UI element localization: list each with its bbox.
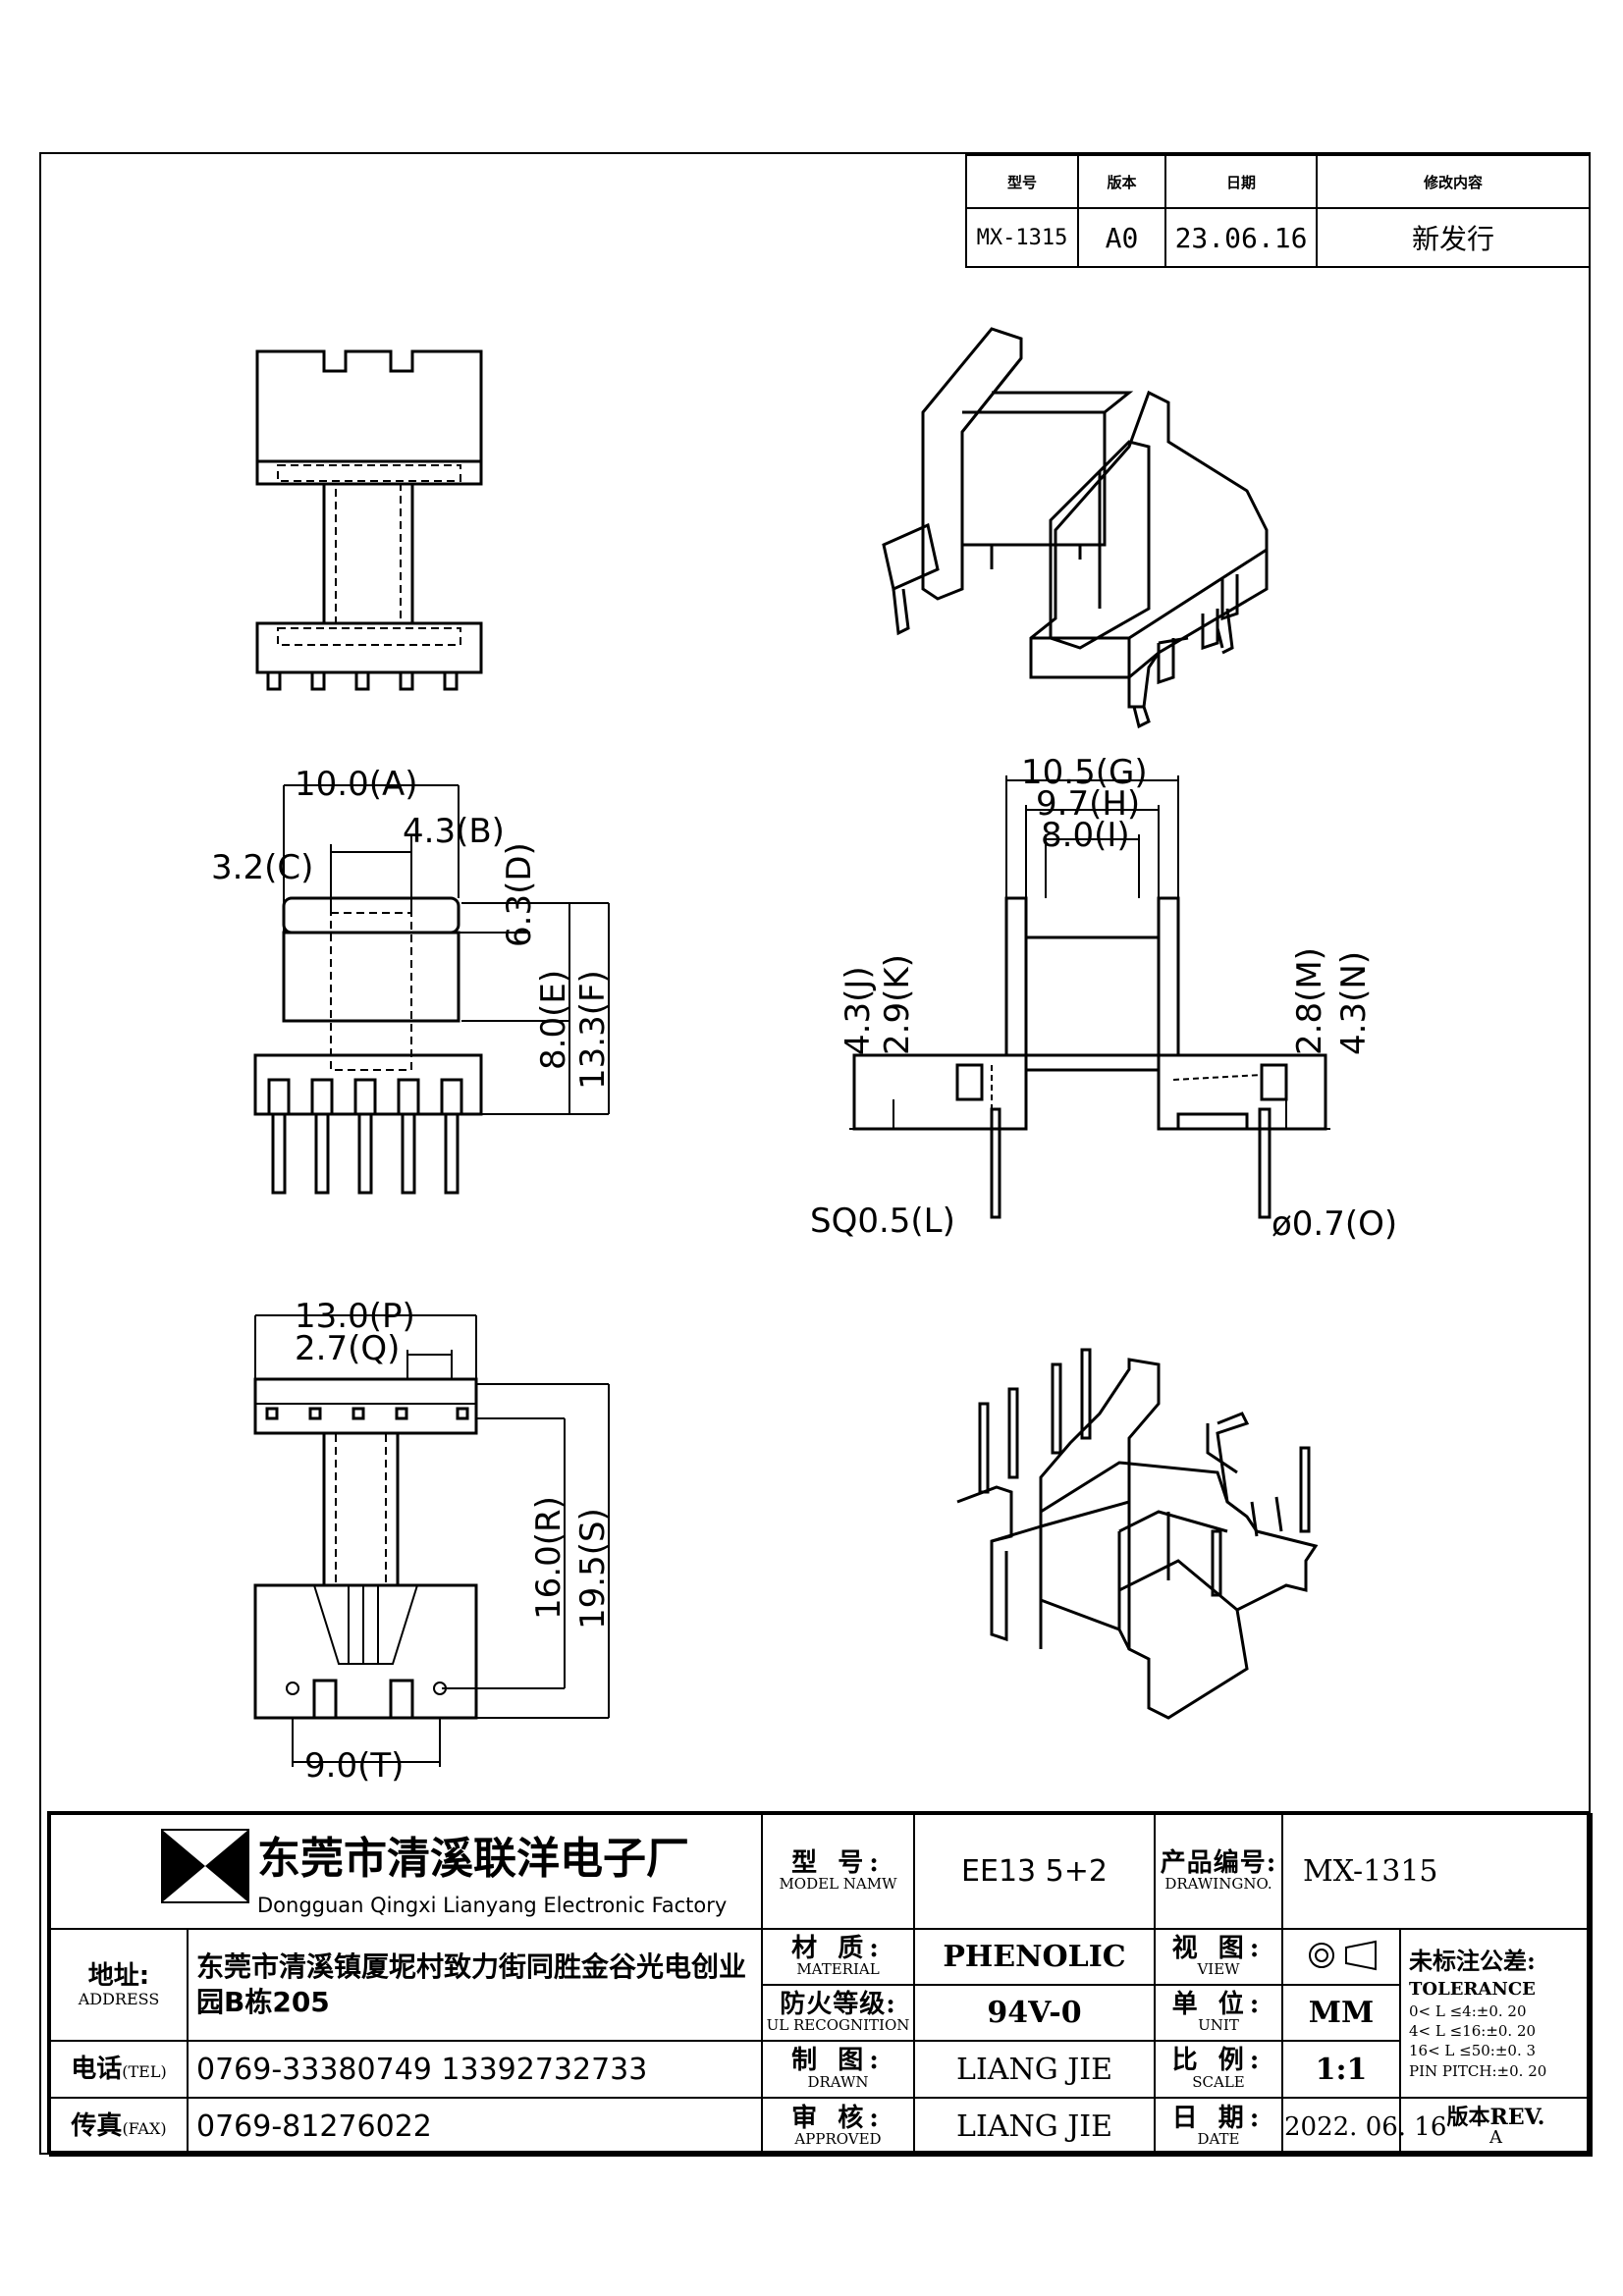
dim-e: 8.0(E): [534, 970, 573, 1070]
address-label: 地址: ADDRESS: [49, 1928, 189, 2042]
unit-label: 单 位: UNIT: [1154, 1984, 1283, 2042]
dim-f: 13.3(F): [573, 970, 613, 1090]
rev-header-version: 版本: [1077, 154, 1166, 209]
title-block: 东莞市清溪联洋电子厂 Dongguan Qingxi Lianyang Elec…: [47, 1811, 1593, 2157]
rev-changes: 新发行: [1316, 207, 1591, 268]
rev-model: MX-1315: [965, 207, 1079, 268]
rev-cell: 版本REV. A: [1399, 2097, 1593, 2157]
rev-version: A0: [1077, 207, 1166, 268]
iso-view-bottom: [956, 1348, 1319, 1720]
bottom-view: [253, 1314, 610, 1767]
dim-o: ø0.7(O): [1271, 1204, 1397, 1244]
revision-table: 型号 版本 日期 修改内容 MX-1315 A0 23.06.16 新发行: [965, 154, 1591, 268]
scale-label: 比 例: SCALE: [1154, 2040, 1283, 2099]
dim-b: 4.3(B): [403, 812, 505, 851]
date-value: 2022. 06. 16: [1281, 2097, 1446, 2157]
rev-header-model: 型号: [965, 154, 1079, 209]
view-symbol: [1281, 1928, 1401, 1986]
dim-c: 3.2(C): [211, 848, 313, 887]
drawn-value: LIANG JIE: [913, 2040, 1156, 2099]
top-view: [255, 349, 483, 691]
address-value: 东莞市清溪镇厦坭村致力街同胜金谷光电创业园B栋205: [187, 1928, 763, 2042]
dim-s: 19.5(S): [573, 1508, 613, 1629]
approved-value: LIANG JIE: [913, 2097, 1156, 2157]
rev-date: 23.06.16: [1164, 207, 1318, 268]
unit-value: MM: [1281, 1984, 1401, 2042]
date-label: 日 期: DATE: [1154, 2097, 1283, 2157]
rev-header-date: 日期: [1164, 154, 1318, 209]
fax-label: 传真(FAX): [49, 2097, 189, 2157]
company-name-en: Dongguan Qingxi Lianyang Electronic Fact…: [257, 1894, 728, 1917]
dim-g: 10.5(G): [1021, 753, 1148, 792]
dim-k: 2.9(K): [878, 954, 917, 1055]
tolerance-line: 16< L ≤50:±0. 3: [1409, 2042, 1537, 2060]
dim-q: 2.7(Q): [295, 1329, 400, 1368]
tel-value: 0769-33380749 13392732733: [187, 2040, 763, 2099]
dim-m: 2.8(M): [1290, 947, 1329, 1055]
approved-label: 审 核: APPROVED: [761, 2097, 915, 2157]
dim-r: 16.0(R): [529, 1496, 568, 1620]
company-cell: 东莞市清溪联洋电子厂 Dongguan Qingxi Lianyang Elec…: [49, 1813, 763, 1930]
drawingno-value: MX-1315: [1281, 1813, 1593, 1930]
model-value: EE13 5+2: [913, 1813, 1156, 1930]
ul-label: 防火等级: UL RECOGNITION: [761, 1984, 915, 2042]
dim-a: 10.0(A): [295, 765, 418, 804]
model-label: 型 号: MODEL NAMW: [761, 1813, 915, 1930]
view-label: 视 图: VIEW: [1154, 1928, 1283, 1986]
dim-t: 9.0(T): [304, 1746, 404, 1786]
side-view: [849, 775, 1330, 1219]
company-logo-icon: [161, 1829, 249, 1903]
scale-value: 1:1: [1281, 2040, 1401, 2099]
drawn-label: 制 图: DRAWN: [761, 2040, 915, 2099]
tel-label: 电话(TEL): [49, 2040, 189, 2099]
engineering-drawing: 10.0(A) 4.3(B) 3.2(C) 6.3(D) 8.0(E) 13.3…: [211, 327, 1397, 1786]
tolerance-line: PIN PITCH:±0. 20: [1409, 2061, 1547, 2080]
drawingno-label: 产品编号: DRAWINGNO.: [1154, 1813, 1283, 1930]
material-label: 材 质: MATERIAL: [761, 1928, 915, 1986]
tolerance-cell: 未标注公差: TOLERANCE 0< L ≤4:±0. 20 4< L ≤16…: [1399, 1928, 1593, 2099]
dim-i: 8.0(I): [1041, 816, 1130, 855]
company-name-cn: 东莞市清溪联洋电子厂: [257, 1834, 689, 1884]
dim-p: 13.0(P): [295, 1297, 415, 1336]
rev-header-changes: 修改内容: [1316, 154, 1591, 209]
ul-value: 94V-0: [913, 1984, 1156, 2042]
tolerance-line: 0< L ≤4:±0. 20: [1409, 2002, 1527, 2020]
dim-j: 4.3(J): [839, 966, 878, 1055]
tolerance-line: 4< L ≤16:±0. 20: [1409, 2022, 1537, 2041]
dim-h: 9.7(H): [1036, 784, 1140, 824]
iso-view-top: [882, 327, 1269, 729]
projection-symbol-icon: [1309, 1940, 1377, 1970]
dim-l: SQ0.5(L): [810, 1201, 955, 1241]
dim-d: 6.3(D): [500, 842, 539, 947]
front-view: [253, 784, 610, 1195]
fax-value: 0769-81276022: [187, 2097, 763, 2157]
material-value: PHENOLIC: [913, 1928, 1156, 1986]
dim-n: 4.3(N): [1334, 951, 1374, 1055]
